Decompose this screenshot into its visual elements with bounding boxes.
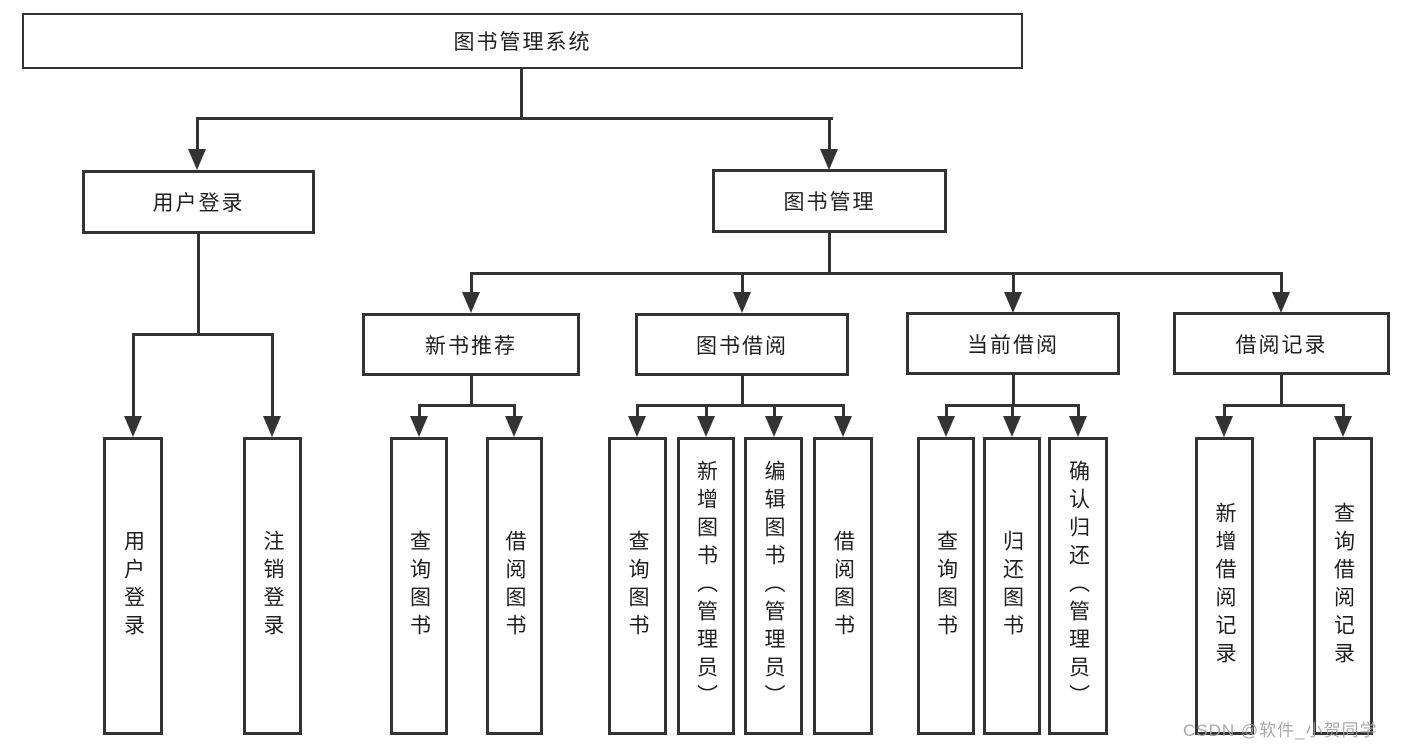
node-new-book-rec-label: 新书推荐 (425, 334, 517, 358)
node-root-label: 图书管理系统 (453, 31, 592, 54)
arrow-down-icon (697, 416, 715, 437)
arrow-down-icon (505, 416, 523, 437)
leaf-bb-borrow-books-label: 借阅图书 (831, 530, 855, 642)
arrow-down-icon (1215, 416, 1233, 437)
connector-bookborrow-crossbar (636, 404, 845, 407)
arrow-down-icon (462, 292, 480, 313)
connector-bookmgmt-stem (828, 233, 831, 274)
leaf-bb-edit-books-admin: 编辑图书（管理员） (744, 437, 803, 735)
leaf-br-query-record: 查询借阅记录 (1313, 437, 1373, 735)
node-new-book-rec: 新书推荐 (362, 313, 580, 376)
connector-newbookrec-stem (470, 376, 473, 407)
connector-bookmgmt-shaft-2 (741, 272, 744, 294)
connector-root-left-shaft (196, 117, 199, 150)
connector-currentborrow-shaft-2 (1011, 404, 1014, 420)
leaf-nbr-borrow-books-label: 借阅图书 (503, 530, 527, 642)
csdn-watermark: CSDN @软件_小贺同学 (1183, 721, 1378, 740)
leaf-logout-label: 注销登录 (261, 530, 285, 642)
connector-bookborrow-shaft-1 (636, 404, 639, 420)
leaf-logout: 注销登录 (243, 437, 302, 735)
leaf-bb-query-books: 查询图书 (608, 437, 667, 735)
arrow-down-icon (1272, 292, 1290, 313)
node-borrow-record: 借阅记录 (1173, 312, 1390, 375)
connector-root-right-shaft (828, 117, 831, 150)
leaf-cb-return-books-label: 归还图书 (1000, 530, 1024, 642)
leaf-bb-edit-books-admin-label: 编辑图书（管理员） (762, 460, 786, 712)
arrow-down-icon (765, 416, 783, 437)
arrow-down-icon (410, 416, 428, 437)
leaf-cb-return-books: 归还图书 (983, 437, 1041, 735)
connector-bookborrow-shaft-3 (773, 404, 776, 420)
arrow-down-icon (1003, 416, 1021, 437)
node-borrow-record-label: 借阅记录 (1235, 333, 1328, 357)
leaf-br-add-record-label: 新增借阅记录 (1213, 502, 1237, 670)
arrow-down-icon (628, 416, 646, 437)
leaf-bb-add-books-admin-label: 新增图书（管理员） (694, 460, 718, 712)
node-book-borrow: 图书借阅 (635, 313, 849, 376)
arrow-down-icon (834, 416, 852, 437)
arrow-down-icon (263, 416, 281, 437)
connector-currentborrow-shaft-3 (1077, 404, 1080, 420)
connector-borrowrecord-stem (1280, 375, 1283, 407)
connector-root-stem (520, 69, 523, 119)
arrow-down-icon (937, 416, 955, 437)
connector-bookborrow-shaft-2 (705, 404, 708, 420)
leaf-nbr-borrow-books: 借阅图书 (486, 437, 543, 735)
leaf-cb-query-books: 查询图书 (917, 437, 975, 735)
connector-borrowrecord-crossbar (1223, 404, 1345, 407)
arrow-down-icon (1004, 292, 1022, 313)
connector-newbookrec-shaft-2 (513, 404, 516, 420)
connector-userlogin-crossbar (132, 333, 274, 336)
leaf-cb-query-books-label: 查询图书 (934, 530, 958, 642)
leaf-bb-borrow-books: 借阅图书 (813, 437, 873, 735)
connector-borrowrecord-shaft-2 (1342, 404, 1345, 420)
connector-bookmgmt-shaft-4 (1280, 272, 1283, 294)
connector-currentborrow-stem (1012, 375, 1015, 407)
node-current-borrow-label: 当前借阅 (967, 333, 1059, 357)
node-user-login: 用户登录 (82, 170, 315, 234)
node-user-login-label: 用户登录 (152, 192, 245, 215)
leaf-bb-add-books-admin: 新增图书（管理员） (677, 437, 735, 735)
arrow-down-icon (820, 149, 838, 170)
node-root: 图书管理系统 (22, 13, 1023, 69)
arrow-down-icon (733, 292, 751, 313)
connector-userlogin-left-shaft (132, 333, 135, 418)
connector-newbookrec-crossbar (418, 404, 516, 407)
arrow-down-icon (124, 416, 142, 437)
leaf-user-login: 用户登录 (103, 437, 163, 735)
connector-newbookrec-shaft-1 (418, 404, 421, 420)
node-book-borrow-label: 图书借阅 (696, 334, 788, 358)
connector-bookborrow-shaft-4 (842, 404, 845, 420)
connector-userlogin-right-shaft (271, 333, 274, 418)
connector-bookmgmt-crossbar (470, 272, 1283, 275)
leaf-user-login-label: 用户登录 (121, 530, 145, 642)
connector-root-crossbar (196, 117, 833, 120)
connector-bookborrow-stem (741, 376, 744, 407)
leaf-nbr-query-books: 查询图书 (390, 437, 448, 735)
arrow-down-icon (1069, 416, 1087, 437)
leaf-br-add-record: 新增借阅记录 (1195, 437, 1254, 735)
connector-borrowrecord-shaft-1 (1223, 404, 1226, 420)
arrow-down-icon (188, 149, 206, 170)
leaf-br-query-record-label: 查询借阅记录 (1331, 502, 1355, 670)
leaf-cb-confirm-return-admin: 确认归还（管理员） (1048, 437, 1108, 735)
connector-userlogin-stem (197, 233, 200, 335)
connector-bookmgmt-shaft-3 (1012, 272, 1015, 294)
leaf-cb-confirm-return-admin-label: 确认归还（管理员） (1066, 460, 1090, 712)
node-current-borrow: 当前借阅 (906, 312, 1120, 375)
connector-currentborrow-shaft-1 (945, 404, 948, 420)
connector-bookmgmt-shaft-1 (470, 272, 473, 294)
arrow-down-icon (1334, 416, 1352, 437)
node-book-mgmt-label: 图书管理 (783, 191, 876, 214)
leaf-bb-query-books-label: 查询图书 (626, 530, 650, 642)
node-book-mgmt: 图书管理 (712, 169, 947, 233)
leaf-nbr-query-books-label: 查询图书 (407, 530, 431, 642)
